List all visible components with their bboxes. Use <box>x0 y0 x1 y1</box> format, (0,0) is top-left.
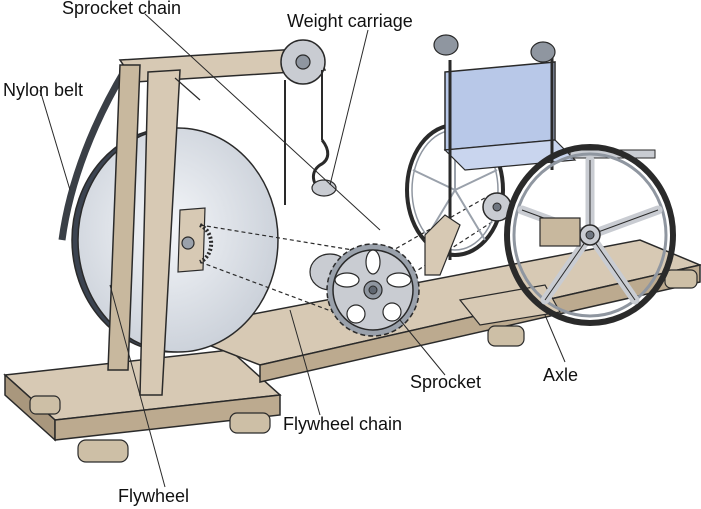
leader-flywheel-chain <box>289 309 321 416</box>
leader-nylon-belt <box>39 89 71 191</box>
wheelchair-front-wheel <box>504 144 676 326</box>
leader-flywheel <box>109 284 166 488</box>
label-flywheel: Flywheel <box>118 486 190 506</box>
label-sprocket-chain: Sprocket chain <box>62 0 182 18</box>
label-flywheel-chain: Flywheel chain <box>283 414 403 434</box>
axle-housing <box>539 217 581 247</box>
weight-carriage <box>311 139 337 197</box>
nylon-belt <box>58 68 129 241</box>
label-nylon-belt: Nylon belt <box>3 80 84 100</box>
leader-sprocket <box>399 319 446 376</box>
flywheel-hub <box>181 223 214 264</box>
wooden-frame <box>107 47 327 396</box>
leader-sprocket-chain <box>144 13 381 231</box>
leader-weight-carriage <box>329 29 369 186</box>
platform-feet <box>29 269 698 463</box>
leader-lines <box>39 13 566 488</box>
sprocket <box>309 243 420 337</box>
label-weight-carriage: Weight carriage <box>287 11 413 31</box>
leader-axle <box>544 314 566 363</box>
label-axle: Axle <box>543 365 579 385</box>
pulley <box>280 39 326 205</box>
base-platform <box>3 239 701 442</box>
wheelchair <box>405 34 656 276</box>
label-sprocket: Sprocket <box>410 372 482 392</box>
